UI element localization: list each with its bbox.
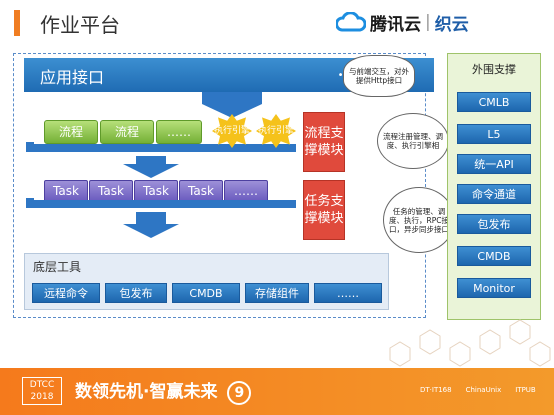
external-support-title: 外围支撑 (472, 63, 516, 76)
tool-remote-command: 远程命令 (32, 283, 100, 303)
ext-unified-api: 统一API (457, 154, 531, 174)
arrow-down-icon (202, 104, 262, 118)
note-flow-support: 流程注册管理、调度、执行引擎相 (377, 113, 449, 169)
engine-gear-icon: 执行引擎 (212, 114, 252, 148)
ext-l5: L5 (457, 124, 531, 144)
nine-badge: 9 (227, 381, 252, 405)
ext-cmdb: CMDB (457, 246, 531, 266)
flow-support-module: 流程支撑模块 (303, 112, 345, 172)
ext-package-release: 包发布 (457, 214, 531, 234)
arrow-shaft (202, 92, 262, 104)
cloud-icon (336, 12, 366, 32)
ext-cmlb: CMLB (457, 92, 531, 112)
hex-pattern-decoration (389, 319, 551, 367)
task-support-module: 任务支撑模块 (303, 180, 345, 240)
dtcc-badge: DTCC 2018 (22, 377, 62, 405)
sponsor-it168: DT·IT168 (420, 386, 452, 394)
slogan-text: 数领先机·智赢未来 (75, 382, 218, 402)
footer-slogan: 数领先机·智赢未来 9 (75, 377, 252, 405)
task-row: Task Task Task Task …… (44, 180, 269, 202)
brand-logo: 腾讯云 | 织云 (336, 8, 469, 36)
task-item: Task (44, 180, 88, 202)
arrow-shaft (136, 156, 166, 164)
flow-row: 流程 流程 …… (44, 120, 234, 144)
tool-more: …… (314, 283, 382, 303)
brand-zhiyun: 织云 (434, 14, 469, 35)
flow-item: 流程 (100, 120, 154, 144)
dtcc-year: 2018 (30, 392, 54, 402)
dtcc-label: DTCC (29, 380, 55, 390)
sponsor-logos: DT·IT168 ChinaUnix ITPUB (420, 386, 536, 394)
footer-banner (0, 368, 554, 415)
arrow-down-icon (123, 164, 179, 178)
task-item: Task (179, 180, 223, 202)
tool-storage: 存储组件 (245, 283, 309, 303)
ext-monitor: Monitor (457, 278, 531, 298)
flow-item: 流程 (44, 120, 98, 144)
flow-base-bracket (26, 142, 296, 152)
ext-command-channel: 命令通道 (457, 184, 531, 204)
sponsor-itpub: ITPUB (515, 386, 536, 394)
tool-cmdb: CMDB (172, 283, 240, 303)
flow-item: …… (156, 120, 202, 144)
page-title: 作业平台 (40, 13, 120, 37)
brand-tencent: 腾讯云 (370, 14, 421, 35)
platform-frame (13, 53, 426, 318)
arrow-down-icon (123, 224, 179, 238)
note-app-interface: 与前端交互，对外提供Http接口 (343, 55, 415, 97)
engine-gear-icon: 执行引擎 (256, 114, 296, 148)
app-interface-label: 应用接口 (40, 68, 105, 87)
arrow-shaft (136, 212, 166, 224)
tool-package-release: 包发布 (105, 283, 167, 303)
header-accent-bar (14, 10, 20, 36)
bottom-tools-title: 底层工具 (33, 260, 82, 274)
task-item: …… (224, 180, 268, 202)
sponsor-chinaunix: ChinaUnix (465, 386, 502, 394)
note-task-support: 任务的管理、调度、执行，RPC接口，异步同步接口 (383, 187, 455, 253)
brand-separator: | (425, 12, 431, 32)
task-base-bracket (26, 198, 296, 208)
